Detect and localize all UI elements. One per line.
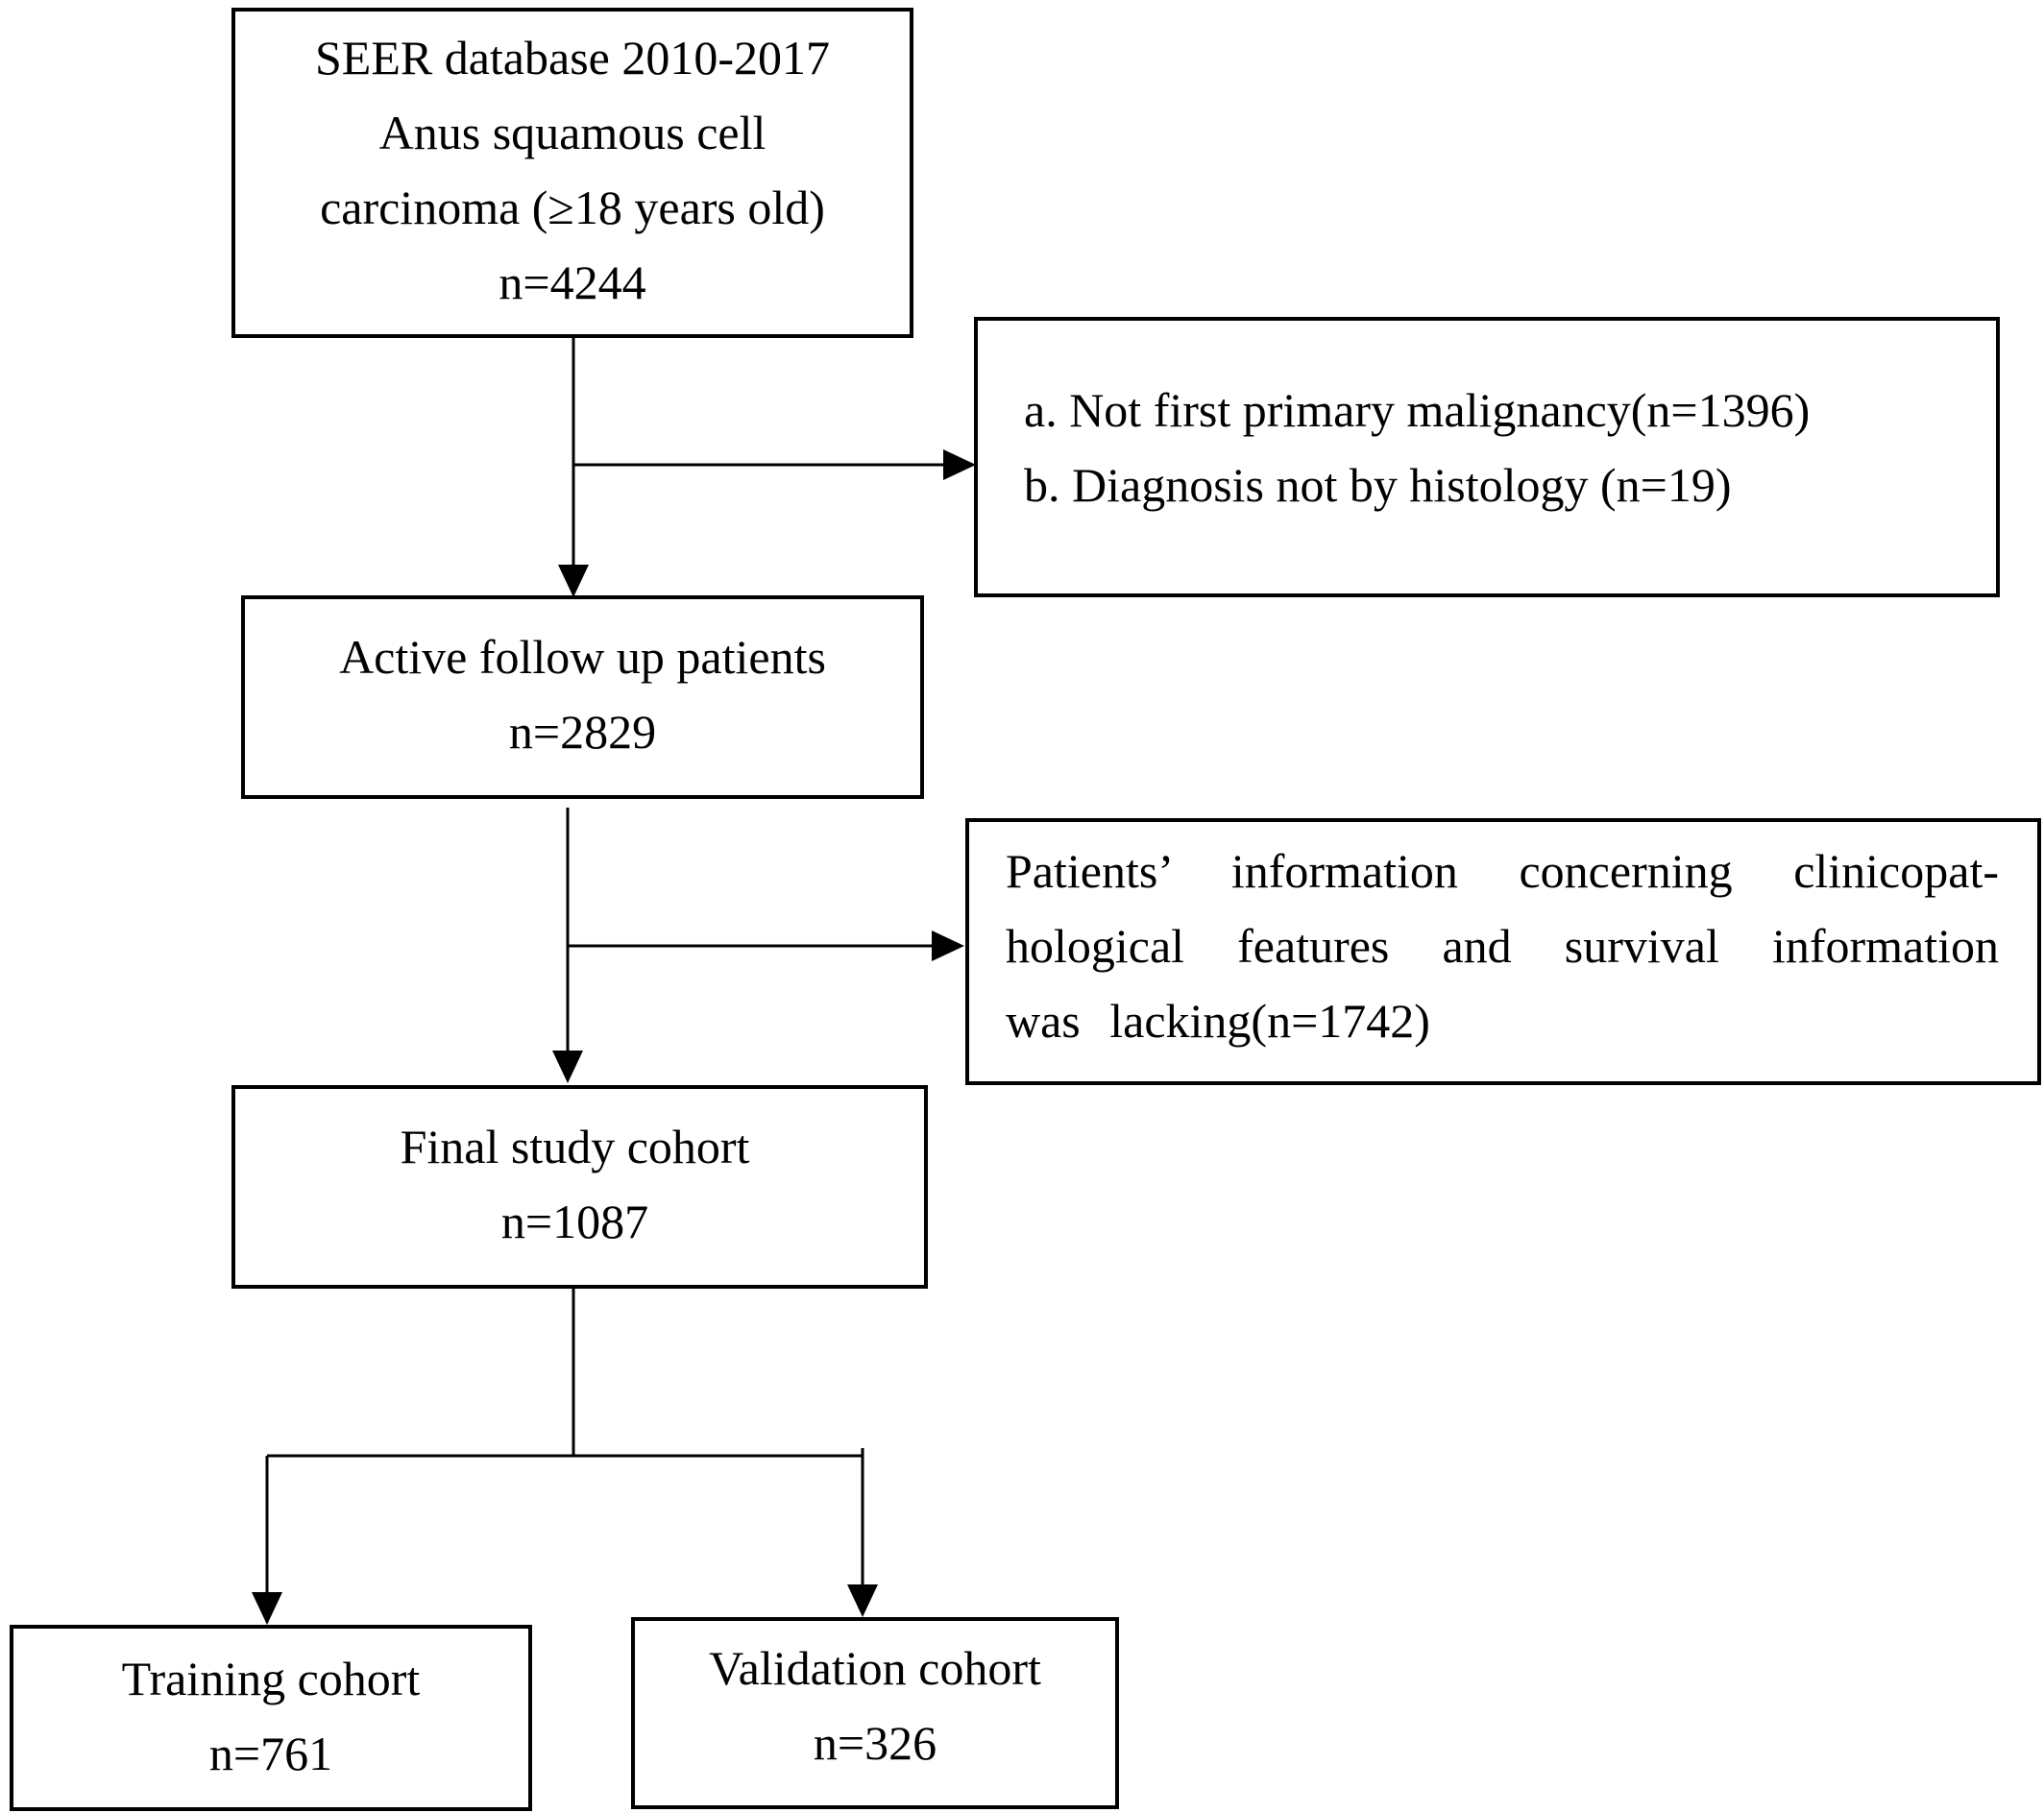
exclusion-2-line-1: Patients’ information concerning clinico…: [1006, 844, 1999, 898]
active-box-line-1: Active follow up patients: [339, 630, 826, 684]
source-box-line-3: carcinoma (≥18 years old): [320, 181, 825, 234]
arrowhead-to-exclusion-1: [943, 449, 976, 480]
arrowhead-to-validation: [847, 1584, 878, 1617]
exclusion-1-line-a: a. Not first primary malignancy(n=1396): [1024, 383, 1811, 437]
active-box-line-2: n=2829: [508, 705, 657, 759]
exclusion-1-line-b: b. Diagnosis not by histology (n=19): [1024, 458, 1732, 512]
final-box-line-1: Final study cohort: [400, 1120, 750, 1173]
validation-box-line-2: n=326: [813, 1716, 937, 1770]
arrowhead-to-training: [252, 1592, 282, 1625]
exclusion-2-line-3: was lacking(n=1742): [1006, 994, 1430, 1048]
exclusion-box-1: a. Not first primary malignancy(n=1396) …: [974, 317, 2000, 597]
exclusion-2-line-2: hological features and survival informat…: [1006, 919, 1999, 973]
exclusion-box-2: Patients’ information concerning clinico…: [965, 818, 2041, 1085]
final-study-cohort-box: Final study cohort n=1087: [231, 1085, 928, 1289]
final-box-line-2: n=1087: [500, 1195, 649, 1248]
training-box-line-2: n=761: [208, 1727, 333, 1780]
active-follow-up-box: Active follow up patients n=2829: [241, 595, 924, 799]
arrowhead-to-exclusion-2: [932, 931, 964, 961]
training-cohort-box: Training cohort n=761: [10, 1625, 532, 1811]
source-box-line-4: n=4244: [499, 255, 646, 309]
training-box-line-1: Training cohort: [121, 1652, 421, 1705]
validation-box-line-1: Validation cohort: [709, 1641, 1041, 1695]
arrowhead-source-to-active: [558, 565, 589, 597]
arrowhead-active-to-final: [552, 1051, 583, 1083]
source-box-line-1: SEER database 2010-2017: [314, 31, 830, 85]
source-box-line-2: Anus squamous cell: [378, 106, 766, 159]
source-box: SEER database 2010-2017 Anus squamous ce…: [231, 8, 913, 338]
validation-cohort-box: Validation cohort n=326: [631, 1617, 1119, 1809]
